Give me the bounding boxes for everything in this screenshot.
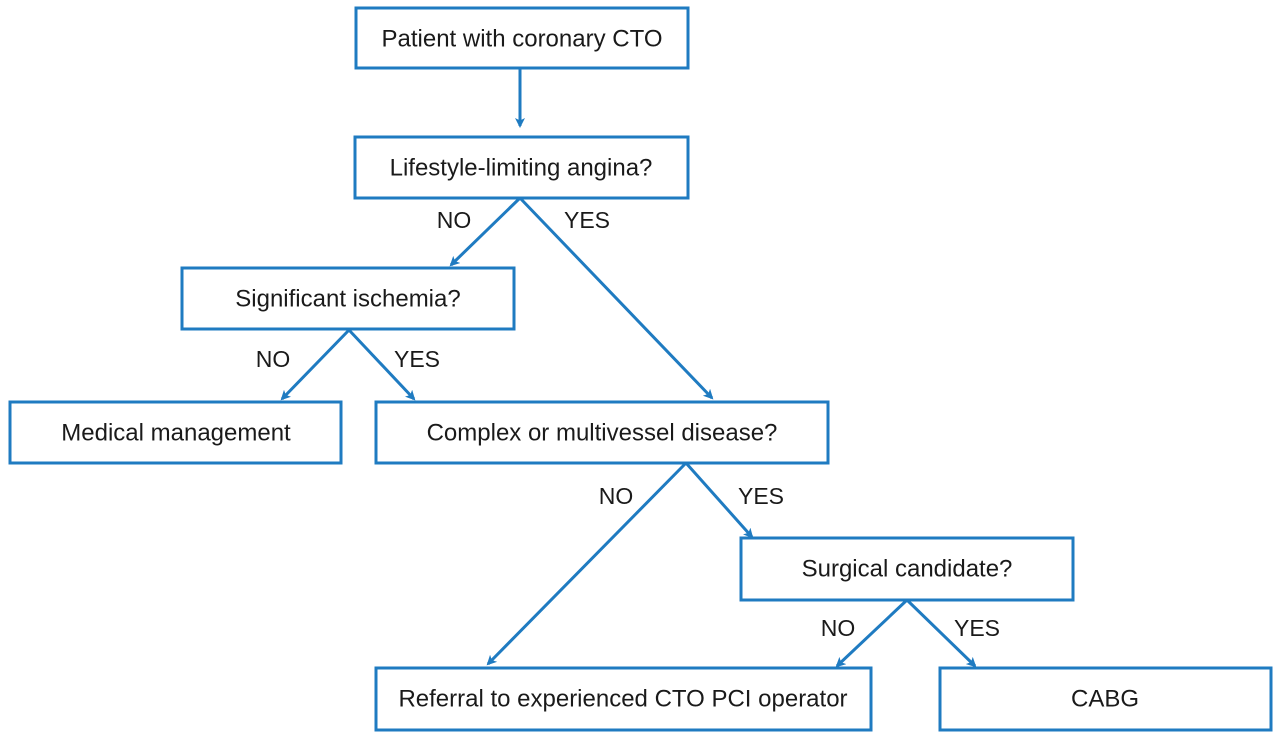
edge-label-surgical-yes: YES: [954, 615, 1000, 641]
edge-label-surgical-no: NO: [821, 615, 856, 641]
node-cabg-label: CABG: [1071, 686, 1139, 713]
node-referral-label: Referral to experienced CTO PCI operator: [398, 686, 847, 713]
node-medical: Medical management: [8, 400, 343, 465]
node-complex: Complex or multivessel disease?: [374, 400, 830, 465]
node-patient: Patient with coronary CTO: [354, 6, 690, 70]
edge-complex-yes: [684, 462, 754, 539]
edge-surgical-no: [835, 598, 909, 668]
edge-complex-no: [486, 461, 688, 666]
node-angina-label: Lifestyle-limiting angina?: [390, 155, 653, 182]
node-referral: Referral to experienced CTO PCI operator: [374, 666, 873, 732]
edge-ischemia-yes: [347, 328, 416, 401]
node-ischemia: Significant ischemia?: [180, 266, 516, 331]
node-patient-label: Patient with coronary CTO: [381, 26, 662, 53]
edge-label-ischemia-no: NO: [256, 346, 291, 372]
edge-ischemia-no: [280, 328, 351, 401]
nodes: Patient with coronary CTO Lifestyle-limi…: [8, 6, 1273, 732]
edge-angina-yes: [518, 196, 714, 400]
node-ischemia-label: Significant ischemia?: [235, 286, 460, 313]
node-angina: Lifestyle-limiting angina?: [353, 135, 690, 200]
edges: NO YES NO YES NO YES NO YES: [256, 68, 1000, 668]
edge-surgical-yes: [905, 598, 977, 668]
edge-label-ischemia-yes: YES: [394, 346, 440, 372]
edge-label-angina-yes: YES: [564, 207, 610, 233]
edge-label-angina-no: NO: [437, 207, 472, 233]
edge-angina-no: [449, 196, 522, 267]
node-medical-label: Medical management: [61, 420, 291, 447]
node-cabg: CABG: [938, 666, 1273, 732]
edge-label-complex-yes: YES: [738, 483, 784, 509]
node-surgical-label: Surgical candidate?: [802, 556, 1013, 583]
node-surgical: Surgical candidate?: [739, 536, 1075, 602]
node-complex-label: Complex or multivessel disease?: [427, 420, 778, 447]
edge-label-complex-no: NO: [599, 483, 634, 509]
